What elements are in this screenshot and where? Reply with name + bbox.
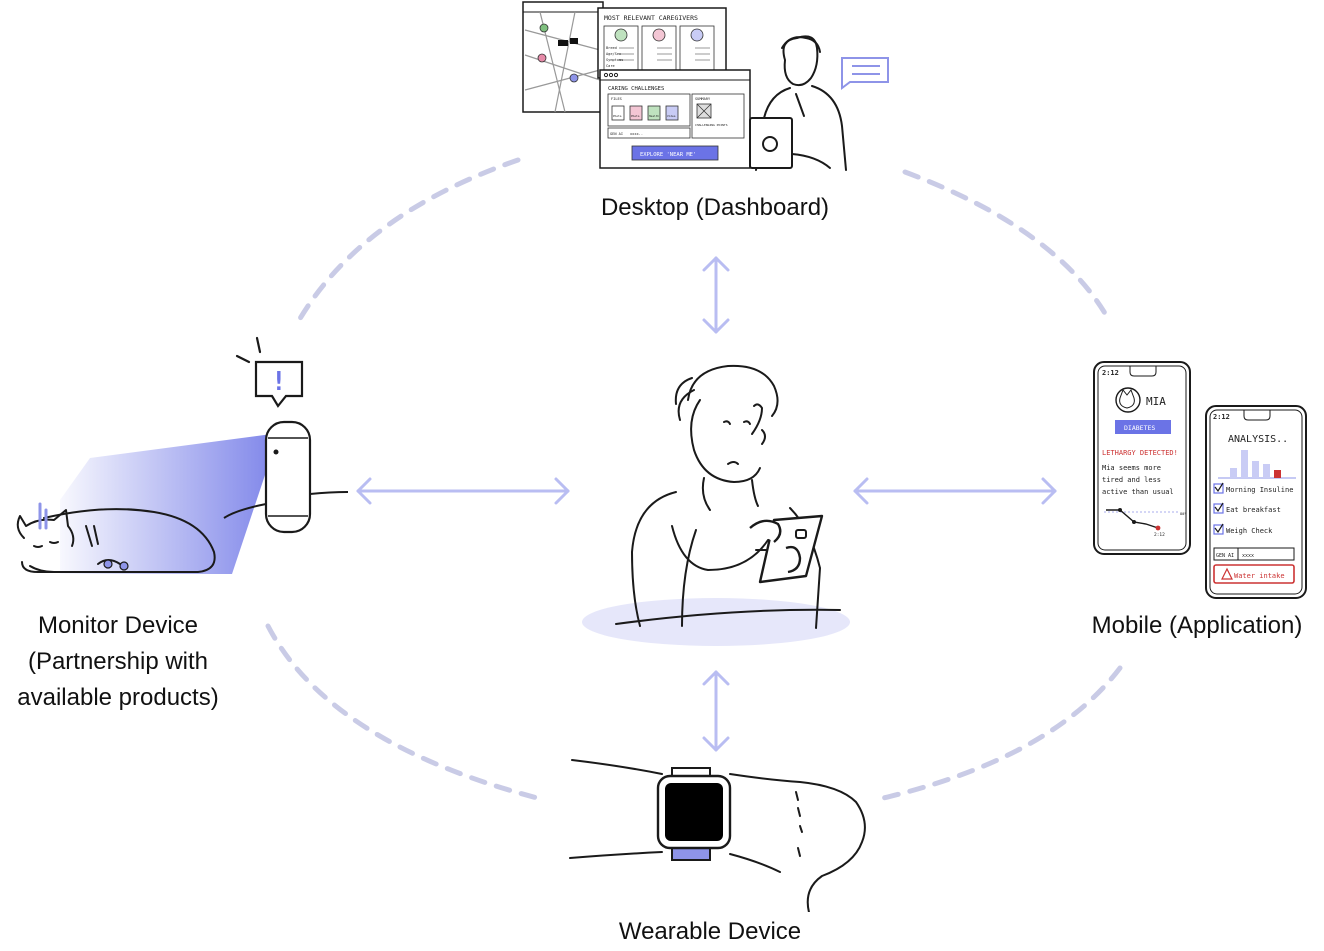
sleep-marks [38,502,48,530]
sparkline-ref-label: 80% [1180,512,1187,516]
mobile-app-illustration: 2:12 MIA DIABETES LETHARGY DETECTED! Mia… [1093,361,1307,599]
condition-badge [1115,420,1171,434]
card-field-breed: Breed [606,46,617,50]
analysis-title: ANALYSIS.. [1228,434,1288,445]
warning-icon [1221,567,1233,580]
challenges-title: CARING CHALLENGES [608,86,664,92]
arm-and-hand [569,759,866,912]
checklist-item-1: Morning Insuline [1226,486,1293,494]
caregivers-window: MOST RELEVANT CAREGIVERS Breed Age/Sex S… [597,7,727,79]
speech-bubble [841,57,889,90]
phone-gen-ai-value: xxxx [1242,553,1254,559]
monitor-label-line-1: Monitor Device [37,612,199,639]
arrow-monitor-user [356,477,570,505]
monitor-label-line-3: available products) [17,684,219,711]
phone-2-time: 2:12 [1213,413,1230,421]
alert-text-3: active than usual [1102,488,1174,496]
challenging-points-label: CHALLENGING POINTS [695,123,728,127]
arrow-user-wearable [702,670,730,752]
alert-title: LETHARGY DETECTED! [1102,449,1178,457]
alert-bubble: ! [235,336,304,408]
dashed-arc-bottom-left [265,623,548,803]
checkbox-3[interactable] [1213,524,1224,535]
dashed-arc-top-left [295,157,521,325]
gen-ai-field[interactable] [1213,547,1295,561]
explore-near-me-button[interactable] [631,145,719,161]
alert-text-2: tired and less [1102,476,1161,484]
file-1-label: Photo [613,114,622,118]
mobile-label: Mobile (Application) [1091,612,1303,639]
camera-beam [60,434,272,574]
gen-ai-label: GEN AI [610,132,623,136]
arrow-user-mobile [853,477,1057,505]
wearable-illustration [569,759,866,912]
monitor-label: Monitor Device (Partnership with availab… [0,608,236,716]
file-3-label: Health [649,114,659,118]
card-field-care: Care [606,64,615,68]
condition-badge-label: DIABETES [1124,424,1155,432]
caregivers-title: MOST RELEVANT CAREGIVERS [604,14,698,22]
camera-device [223,420,349,534]
alert-text-1: Mia seems more [1102,464,1161,472]
user-shadow [582,598,850,646]
monitor-device-illustration: ! [16,336,349,574]
alert-symbol: ! [271,367,287,397]
explore-near-me-label: EXPLORE 'NEAR ME' [640,152,696,158]
files-label: FILES [611,97,622,101]
mobile-phone-1: 2:12 MIA DIABETES LETHARGY DETECTED! Mia… [1093,361,1191,555]
summary-label: SUMMARY [695,97,711,101]
file-4-label: Video [667,114,676,118]
phone-gen-ai-label: GEN AI [1216,553,1234,559]
map-window [522,1,604,113]
dashed-arc-bottom-right [872,665,1123,803]
user-figure [615,364,841,629]
desktop-dashboard-illustration: MOST RELEVANT CAREGIVERS Breed Age/Sex S… [522,1,889,171]
phone-1-time: 2:12 [1102,369,1119,377]
gen-ai-value: xxxx.. [630,132,643,136]
challenges-window: CARING CHALLENGES FILES Photo Photo Heal… [599,69,751,169]
card-field-symptoms: Symptoms [606,58,623,62]
card-field-age-sex: Age/Sex [606,52,622,56]
mobile-phone-2: 2:12 ANALYSIS.. Morning Insuline Eat bre… [1205,405,1307,599]
dashed-arc-top-right [902,169,1113,325]
desktop-label: Desktop (Dashboard) [600,194,830,221]
monitor-label-line-2: (Partnership with [27,648,209,675]
wearable-label: Wearable Device [618,918,802,945]
central-user-illustration [582,364,850,646]
sparkline-end-label: 2:12 [1154,532,1165,538]
checklist: Morning Insuline Eat breakfast Weigh Che… [1213,482,1293,535]
watch-screen [665,783,723,841]
checklist-item-3: Weigh Check [1226,527,1273,535]
checkbox-1[interactable] [1213,483,1224,494]
checklist-item-2: Eat breakfast [1226,506,1281,514]
analysis-bar-chart [1218,450,1296,479]
smartwatch [656,767,732,861]
file-2-label: Photo [631,114,640,118]
checkbox-2[interactable] [1213,503,1224,514]
pet-name: MIA [1146,395,1166,408]
desktop-user-figure [749,35,847,171]
phone-in-hand [749,514,824,584]
activity-sparkline: 80% 2:12 [1104,508,1187,538]
water-intake-warning[interactable] [1213,564,1295,584]
water-intake-label: Water intake [1234,572,1285,580]
arrow-desktop-user [702,256,730,334]
